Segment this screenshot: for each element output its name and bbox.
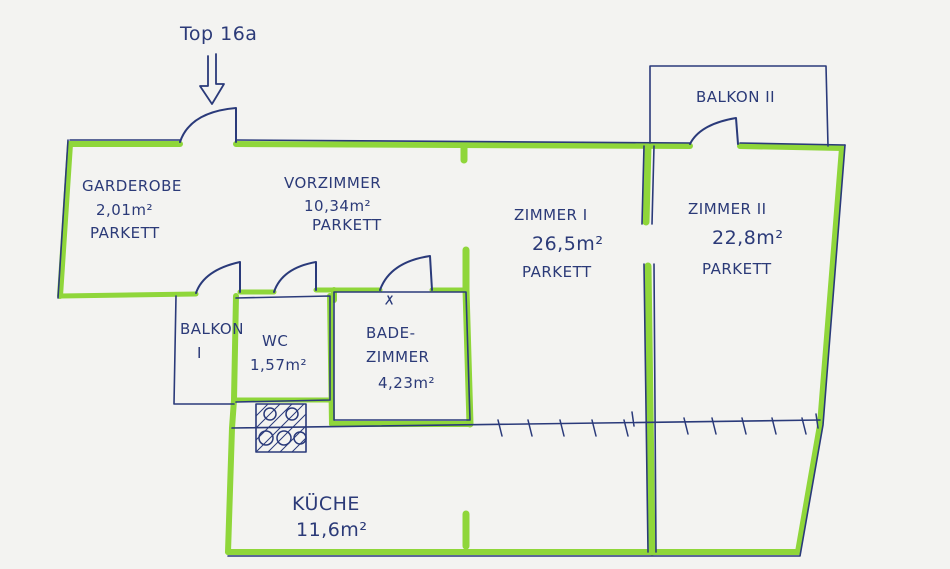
zimmer2-area: 22,8m² (712, 227, 783, 249)
bad-name-line2: ZIMMER (366, 348, 429, 366)
garderobe-floor: PARKETT (90, 224, 160, 242)
zimmer1-name: ZIMMER I (514, 206, 588, 224)
vorzimmer-name: VORZIMMER (284, 174, 381, 192)
zimmer2-floor: PARKETT (702, 260, 772, 278)
zimmer1-area: 26,5m² (532, 233, 603, 255)
kueche-name: KÜCHE (292, 492, 360, 515)
wc-area: 1,57m² (250, 356, 307, 374)
wc-door (273, 261, 317, 293)
vorzimmer-area: 10,34m² (304, 197, 371, 215)
entrance-label: Top 16a (179, 23, 257, 45)
ink-lines (57, 65, 846, 557)
garderobe-name: GARDEROBE (82, 177, 182, 195)
balkon1-name: BALKON (180, 320, 244, 338)
balkon1-numeral: I (197, 344, 202, 362)
balkon2-name: BALKON II (696, 88, 775, 106)
doors (179, 107, 739, 305)
zimmer2-name: ZIMMER II (688, 200, 767, 218)
entrance-door (179, 107, 237, 143)
balkon-ii-door (689, 117, 739, 145)
wc-name: WC (262, 332, 288, 350)
bad-name-line1: BADE- (366, 324, 416, 342)
garderobe-area: 2,01m² (96, 201, 153, 219)
bad-door (379, 255, 433, 291)
zimmer1-floor: PARKETT (522, 263, 592, 281)
balkon-i-door (195, 261, 241, 294)
kueche-area: 11,6m² (296, 519, 367, 541)
bad-area: 4,23m² (378, 374, 435, 392)
vorzimmer-floor: PARKETT (312, 216, 382, 234)
entrance-arrow-icon (199, 53, 225, 105)
